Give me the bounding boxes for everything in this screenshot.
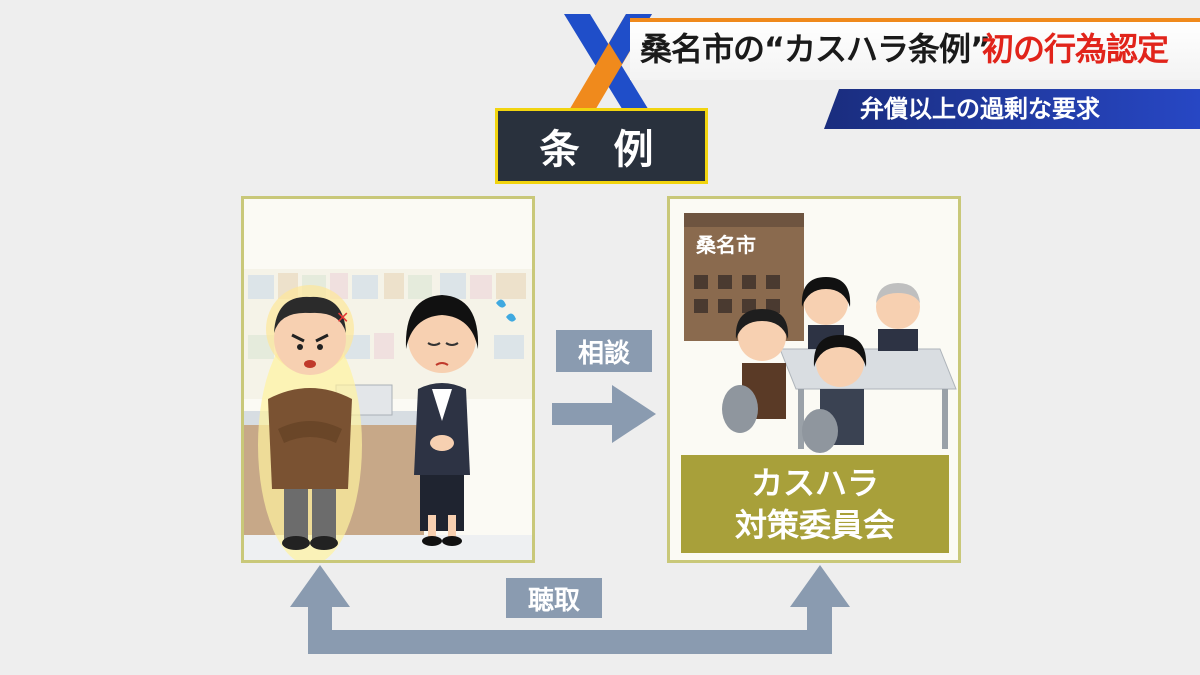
- committee-illustration: [684, 213, 957, 453]
- customer-scene-panel: ✕: [241, 196, 535, 563]
- committee-line1: カスハラ: [750, 464, 879, 502]
- customer-scene-illustration: ✕: [244, 269, 532, 560]
- hearing-arrow-icon: [290, 565, 850, 654]
- building-sign: 桑名市: [696, 232, 756, 257]
- committee-label: カスハラ 対策委員会: [681, 455, 949, 553]
- subheadline: 弁償以上の過剰な要求: [860, 95, 1100, 123]
- hearing-label: 聴取: [506, 578, 602, 618]
- headline-accent: 初の行為認定: [982, 30, 1169, 68]
- subheadline-bar: [824, 89, 1200, 129]
- svg-text:✕: ✕: [336, 308, 349, 327]
- consult-label: 相談: [556, 330, 652, 372]
- headline-main: 桑名市の“カスハラ条例”: [640, 30, 991, 68]
- arrow-right-icon: [552, 385, 656, 443]
- headline-bar: [630, 18, 1200, 80]
- ordinance-label: 条 例: [495, 108, 708, 184]
- committee-line2: 対策委員会: [734, 506, 895, 544]
